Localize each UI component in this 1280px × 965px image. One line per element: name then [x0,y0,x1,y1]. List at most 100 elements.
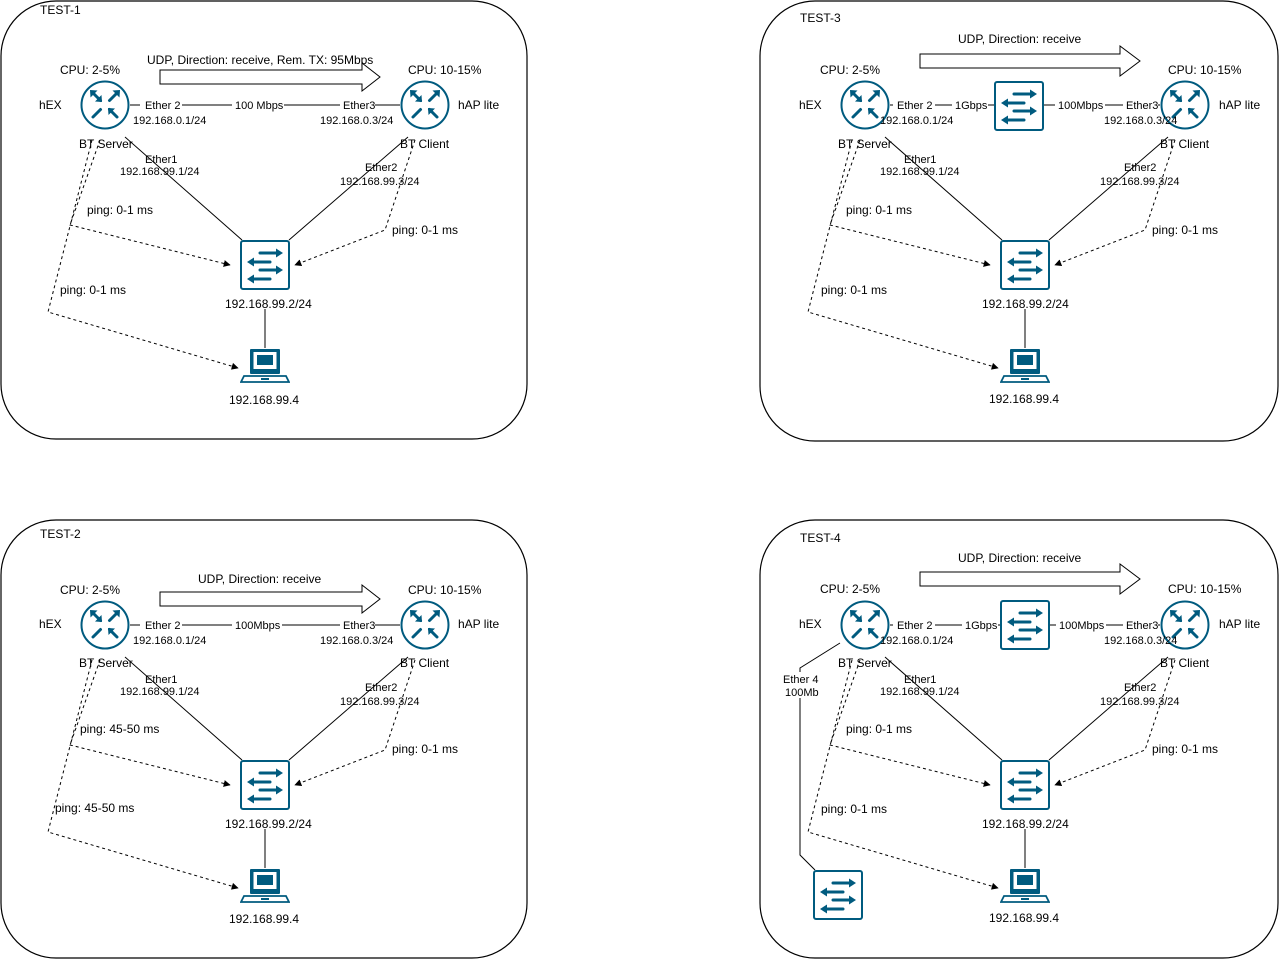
ping-label-left: ping: 0-1 ms [846,722,912,736]
laptop-ip: 192.168.99.4 [989,911,1059,925]
ping-label-laptop: ping: 0-1 ms [821,283,887,297]
ping-path-switch-left [69,659,231,787]
wan-link-speed: 100 Mbps [235,100,284,112]
left-router-name: hEX [799,98,822,112]
wan-link-speed: 100Mbps [235,620,281,632]
left-lan-port: Ether1 [145,674,177,686]
right-router-role: BT Client [400,656,450,670]
ping-label-laptop: ping: 0-1 ms [821,802,887,816]
ping-path-switch-right [1054,139,1176,266]
switch-icon [240,760,290,810]
traffic-label: UDP, Direction: receive [198,572,321,586]
panel-title: TEST-3 [800,11,841,25]
laptop-ip: 192.168.99.4 [229,912,299,926]
right-wan-port: Ether3 [343,100,375,112]
traffic-label: UDP, Direction: receive [958,551,1081,565]
switch-ip: 192.168.99.2/24 [225,817,312,831]
ping-label-right: ping: 0-1 ms [392,742,458,756]
right-lan-port: Ether2 [365,162,397,174]
laptop-ip: 192.168.99.4 [229,393,299,407]
lan-link-right [288,656,409,761]
left-wan-port: Ether 2 [897,100,932,112]
left-cpu-label: CPU: 2-5% [60,63,120,77]
switch-ip: 192.168.99.2/24 [225,297,312,311]
ping-path-switch-right [294,659,416,786]
panel-test-3: TEST-3 UDP, Direction: receive CPU: 2-5%… [759,0,1279,442]
right-wan-ip: 192.168.0.3/24 [1104,115,1177,127]
laptop-ip: 192.168.99.4 [989,392,1059,406]
traffic-direction-arrow [159,583,381,615]
left-wan-ip: 192.168.0.1/24 [133,635,206,647]
right-wan-ip: 192.168.0.3/24 [320,115,393,127]
right-wan-port: Ether3 [1126,620,1158,632]
switch-icon [1000,240,1050,290]
ping-label-laptop: ping: 45-50 ms [55,801,134,815]
ping-path-switch-right [1054,659,1176,786]
left-router-role: BT Server [79,656,133,670]
left-lan-ip: 192.168.99.1/24 [880,686,960,698]
switch-icon [994,81,1044,131]
left-cpu-label: CPU: 2-5% [820,63,880,77]
left-lan-ip: 192.168.99.1/24 [880,166,960,178]
left-router-role: BT Server [838,656,892,670]
left-wan-ip: 192.168.0.1/24 [880,115,953,127]
right-lan-port: Ether2 [1124,162,1156,174]
right-wan-ip: 192.168.0.3/24 [1104,635,1177,647]
left-router-role: BT Server [838,137,892,151]
right-cpu-label: CPU: 10-15% [408,583,482,597]
lan-link-left [124,656,243,761]
left-router-name: hEX [39,98,62,112]
left-lan-port: Ether1 [145,154,177,166]
lan-link-left [124,136,243,241]
panel-frame [0,519,528,959]
right-lan-port: Ether2 [1124,682,1156,694]
switch-ip: 192.168.99.2/24 [982,297,1069,311]
left-router-name: hEX [799,617,822,631]
switch-icon [1000,760,1050,810]
ping-label-right: ping: 0-1 ms [1152,742,1218,756]
switch-icon [1000,600,1050,650]
lan-link-right [1048,656,1169,761]
lan-link-right [1048,136,1169,241]
right-router-role: BT Client [1160,656,1210,670]
right-lan-port: Ether2 [365,682,397,694]
traffic-direction-arrow [159,61,381,93]
router-icon [80,600,130,650]
left-cpu-label: CPU: 2-5% [820,582,880,596]
panel-test-1: TEST-1 UDP, Direction: receive, Rem. TX:… [0,0,528,440]
ping-path-switch-left [829,139,991,267]
panel-title: TEST-2 [40,527,81,541]
panel-frame [0,0,528,440]
ether4-speed-label: 100Mb [785,687,819,699]
traffic-label: UDP, Direction: receive [958,32,1081,46]
router-icon [80,80,130,130]
right-lan-ip: 192.168.99.3/24 [340,176,420,188]
right-lan-ip: 192.168.99.3/24 [340,696,420,708]
right-lan-ip: 192.168.99.3/24 [1100,176,1180,188]
left-wan-port: Ether 2 [145,100,180,112]
right-router-role: BT Client [400,137,450,151]
ether4-link [799,642,841,871]
left-wan-port: Ether 2 [897,620,932,632]
right-link-speed: 100Mbps [1058,100,1104,112]
switch-icon [240,240,290,290]
right-router-name: hAP lite [458,617,499,631]
left-link-speed: 1Gbps [965,620,998,632]
right-cpu-label: CPU: 10-15% [1168,582,1242,596]
left-wan-ip: 192.168.0.1/24 [133,115,206,127]
left-router-role: BT Server [79,137,133,151]
left-lan-ip: 192.168.99.1/24 [120,686,200,698]
router-icon [400,80,450,130]
panel-test-4: TEST-4 UDP, Direction: receive CPU: 2-5%… [759,519,1279,959]
switch-ip: 192.168.99.2/24 [982,817,1069,831]
lan-link-left [884,136,1003,241]
ping-label-right: ping: 0-1 ms [392,223,458,237]
right-lan-ip: 192.168.99.3/24 [1100,696,1180,708]
right-wan-ip: 192.168.0.3/24 [320,635,393,647]
ping-label-left: ping: 0-1 ms [846,203,912,217]
right-cpu-label: CPU: 10-15% [408,63,482,77]
left-link-speed: 1Gbps [955,100,988,112]
left-wan-ip: 192.168.0.1/24 [880,635,953,647]
left-lan-port: Ether1 [904,154,936,166]
